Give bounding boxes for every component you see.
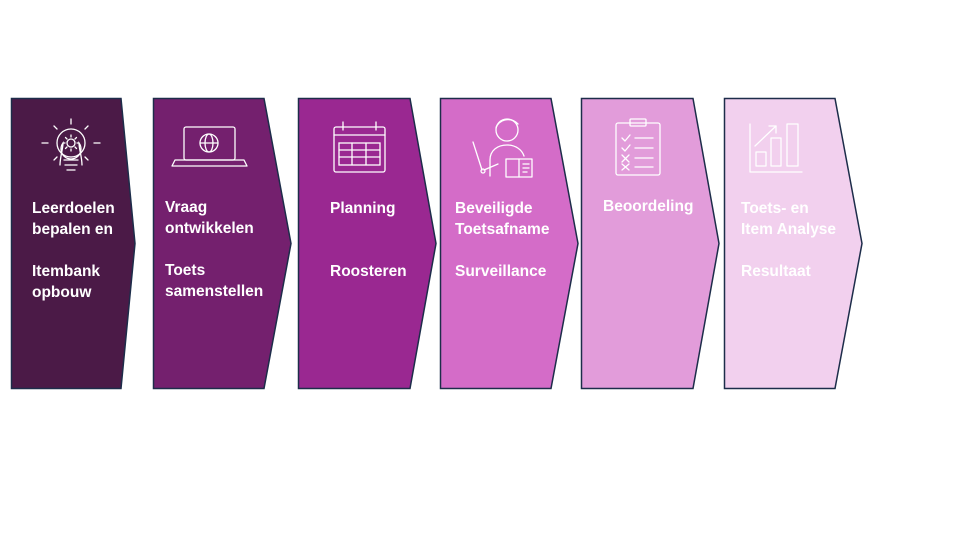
step-line: bepalen en [32, 221, 113, 238]
teacher-icon [472, 118, 533, 178]
step-line: Resultaat [741, 263, 811, 280]
growth-chart-icon [749, 123, 803, 173]
step-line: Roosteren [330, 263, 407, 280]
step-line: Toetsafname [455, 221, 550, 238]
step-beoordeling: Beoordeling [580, 97, 723, 390]
step-line: Itembank [32, 263, 101, 280]
step-line: samenstellen [165, 283, 264, 300]
step-line: Surveillance [455, 263, 547, 280]
step-line: Planning [330, 200, 396, 217]
step-line: ontwikkelen [165, 220, 254, 237]
chevron-shape [297, 97, 437, 390]
step-analyse: Toets- en Item Analyse Resultaat [723, 97, 866, 390]
step-beveiligde: Beveiligde Toetsafname Surveillance [439, 97, 582, 390]
chevron-shape [439, 97, 579, 390]
step-line: Toets- en [741, 200, 809, 217]
step-line: Leerdoelen [32, 200, 115, 217]
chevron-shape [10, 97, 136, 390]
step-line: Beoordeling [603, 198, 694, 215]
chevron-shape [723, 97, 863, 390]
step-line: Vraag [165, 199, 208, 216]
step-analyse-text: Toets- en Item Analyse Resultaat [741, 198, 836, 282]
laptop-globe-icon [171, 126, 248, 167]
step-planning-text: Planning Roosteren [330, 198, 407, 282]
step-leerdoelen-text: Leerdoelen bepalen en Itembank opbouw [32, 198, 115, 303]
step-line: Beveiligde [455, 200, 533, 217]
chevron-shape [152, 97, 292, 390]
calendar-icon [333, 121, 386, 173]
step-vraag: Vraag ontwikkelen Toets samenstellen [152, 97, 295, 390]
step-vraag-text: Vraag ontwikkelen Toets samenstellen [165, 197, 263, 302]
step-line: Toets [165, 262, 206, 279]
step-line: Item Analyse [741, 221, 837, 238]
step-line: opbouw [32, 284, 92, 301]
lightbulb-gear-icon [41, 118, 101, 171]
clipboard-checklist-icon [615, 118, 661, 176]
step-beveiligde-text: Beveiligde Toetsafname Surveillance [455, 198, 549, 282]
step-beoordeling-text: Beoordeling [603, 196, 693, 217]
step-planning: Planning Roosteren [297, 97, 440, 390]
step-leerdoelen: Leerdoelen bepalen en Itembank opbouw [10, 97, 153, 390]
